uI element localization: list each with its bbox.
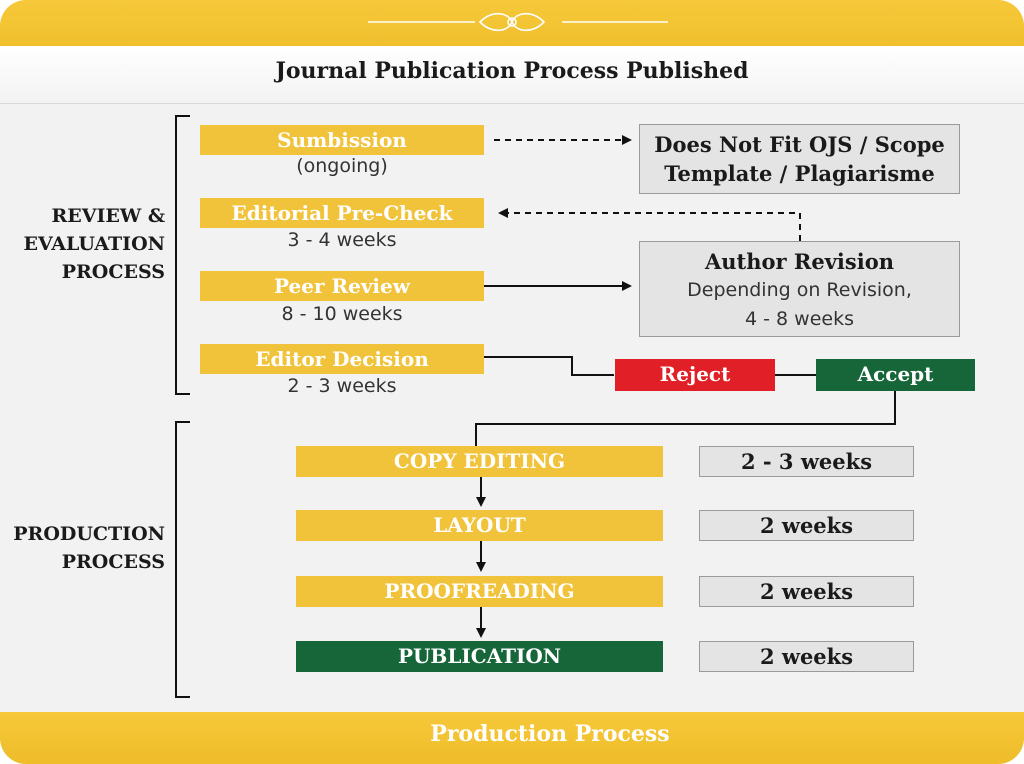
editor-decision-step: Editor Decision bbox=[200, 344, 484, 374]
submission-duration: (ongoing) bbox=[296, 155, 388, 177]
production-section-label: PRODUCTION PROCESS bbox=[10, 520, 165, 576]
production-label-line: PROCESS bbox=[61, 551, 165, 573]
precheck-step: Editorial Pre-Check bbox=[200, 198, 484, 228]
proofreading-step: PROOFREADING bbox=[296, 576, 663, 607]
peer-review-duration: 8 - 10 weeks bbox=[281, 303, 403, 325]
copy-editing-duration: 2 - 3 weeks bbox=[699, 446, 914, 477]
submission-step: Sumbission bbox=[200, 125, 484, 155]
accept-box: Accept bbox=[816, 359, 975, 391]
editor-decision-duration: 2 - 3 weeks bbox=[287, 375, 397, 397]
review-section-label: REVIEW & EVALUATION PROCESS bbox=[10, 202, 165, 286]
scope-box-line: Does Not Fit OJS / Scope bbox=[654, 132, 945, 157]
review-bracket bbox=[175, 115, 190, 395]
page-title: Journal Publication Process Published bbox=[275, 58, 749, 84]
bottom-banner bbox=[0, 712, 1024, 764]
revision-to-precheck-arrow bbox=[498, 208, 801, 241]
author-revision-line: Depending on Revision, bbox=[687, 279, 912, 301]
footer-title: Production Process bbox=[430, 721, 670, 747]
accept-to-production-connector bbox=[475, 391, 896, 446]
review-label-line: REVIEW & bbox=[51, 205, 166, 227]
author-revision-box: Author Revision Depending on Revision, 4… bbox=[639, 241, 960, 337]
scope-rejection-box: Does Not Fit OJS / Scope Template / Plag… bbox=[639, 124, 960, 194]
reject-box: Reject bbox=[615, 359, 775, 391]
production-label-line: PRODUCTION bbox=[13, 523, 165, 545]
publication-step: PUBLICATION bbox=[296, 641, 663, 672]
ornament-icon bbox=[368, 12, 668, 32]
copy-editing-step: COPY EDITING bbox=[296, 446, 663, 477]
publication-duration: 2 weeks bbox=[699, 641, 914, 672]
title-banner bbox=[0, 46, 1024, 104]
review-label-line: PROCESS bbox=[61, 261, 165, 283]
author-revision-line: 4 - 8 weeks bbox=[745, 308, 854, 330]
layout-duration: 2 weeks bbox=[699, 510, 914, 541]
decision-connector bbox=[484, 356, 614, 376]
production-bracket bbox=[175, 421, 190, 698]
author-revision-title: Author Revision bbox=[705, 249, 894, 274]
precheck-duration: 3 - 4 weeks bbox=[287, 229, 397, 251]
review-label-line: EVALUATION bbox=[23, 233, 165, 255]
scope-box-line: Template / Plagiarisme bbox=[664, 161, 935, 186]
peer-review-step: Peer Review bbox=[200, 271, 484, 301]
layout-step: LAYOUT bbox=[296, 510, 663, 541]
proofreading-duration: 2 weeks bbox=[699, 576, 914, 607]
